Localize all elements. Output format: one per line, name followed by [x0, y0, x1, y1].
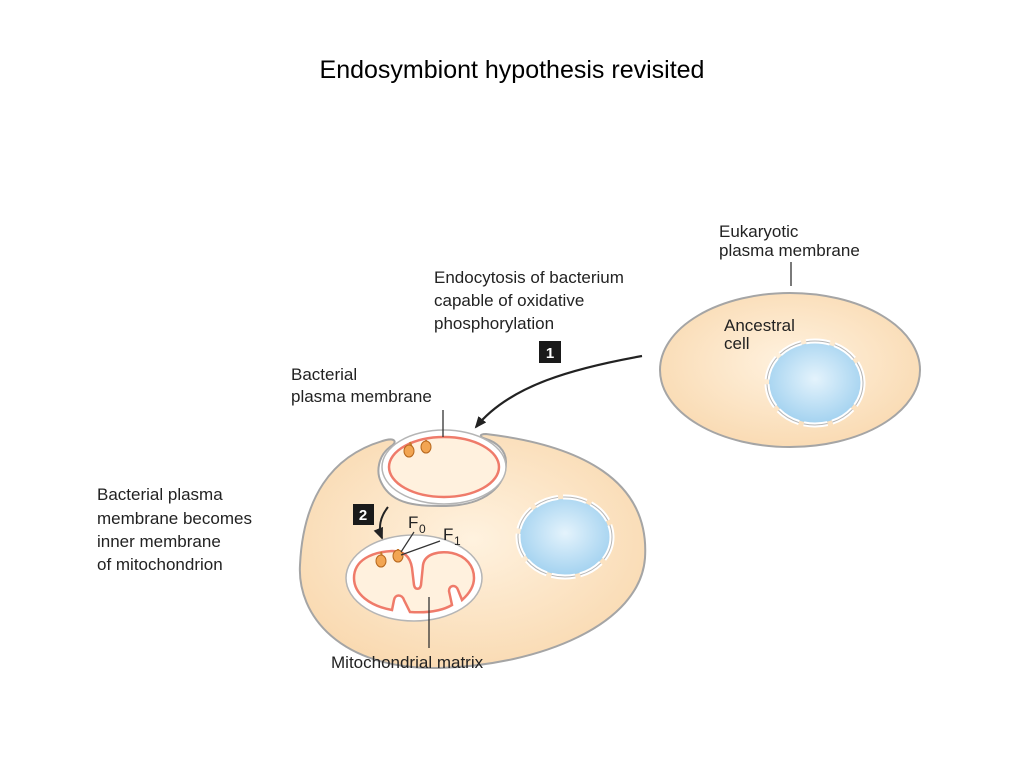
svg-text:Eukaryotic: Eukaryotic: [719, 222, 799, 241]
svg-text:Bacterial: Bacterial: [291, 365, 357, 384]
f1-label: F 1: [443, 525, 461, 548]
svg-text:of mitochondrion: of mitochondrion: [97, 555, 223, 574]
mitochondrial-matrix-label: Mitochondrial matrix: [331, 653, 484, 672]
svg-text:membrane becomes: membrane becomes: [97, 509, 252, 528]
svg-text:capable of oxidative: capable of oxidative: [434, 291, 584, 310]
svg-text:plasma membrane: plasma membrane: [719, 241, 860, 260]
ancestral-nucleus: [764, 338, 866, 428]
f0-pointer: [400, 531, 415, 553]
step-2-number: 2: [359, 507, 367, 524]
ancestral-cell-label: Ancestral cell: [724, 316, 795, 353]
inner-membrane-label: Bacterial plasma membrane becomes inner …: [97, 485, 252, 574]
atp-synthase-mitochondrion: [375, 549, 404, 568]
step-1-number: 1: [546, 345, 554, 362]
atp-synthase-bacterium: [403, 439, 432, 458]
step-2-arrow: [373, 506, 389, 540]
svg-text:inner membrane: inner membrane: [97, 532, 221, 551]
svg-text:0: 0: [419, 522, 426, 536]
endocytosis-arrow: [474, 354, 643, 429]
svg-text:Bacterial plasma: Bacterial plasma: [97, 485, 223, 504]
svg-text:cell: cell: [724, 334, 750, 353]
svg-text:F: F: [408, 513, 418, 532]
slide-title: Endosymbiont hypothesis revisited: [319, 56, 705, 84]
svg-text:F: F: [443, 525, 453, 544]
svg-text:Ancestral: Ancestral: [724, 316, 795, 335]
svg-text:plasma membrane: plasma membrane: [291, 387, 432, 406]
host-nucleus: [515, 494, 615, 580]
svg-text:phosphorylation: phosphorylation: [434, 314, 554, 333]
step-1-badge: [539, 341, 561, 363]
f1-pointer: [400, 540, 441, 556]
svg-text:1: 1: [454, 534, 461, 548]
step-2-badge: [353, 504, 374, 525]
endocytosis-label: Endocytosis of bacterium capable of oxid…: [434, 268, 624, 333]
eukaryotic-membrane-label: Eukaryotic plasma membrane: [719, 222, 860, 260]
f0-label: F 0: [408, 513, 426, 536]
svg-text:Endocytosis of bacterium: Endocytosis of bacterium: [434, 268, 624, 287]
bacterial-membrane-label: Bacterial plasma membrane: [291, 365, 432, 406]
bacterium: [387, 435, 501, 499]
